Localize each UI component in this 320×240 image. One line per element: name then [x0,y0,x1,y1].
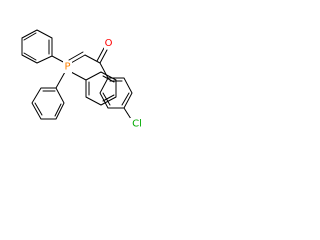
structure-drawing: O P Cl [21,29,144,130]
atom-oxygen: O [104,38,113,49]
molecule-diagram: O P Cl [0,0,150,150]
oxygen-label: O [105,38,113,49]
atom-chlorine: Cl [130,118,144,130]
atom-phosphorus: P [63,61,72,73]
phenyl-ring-right [70,71,117,106]
phosphorus-label: P [64,62,70,73]
phenyl-ring-lower [31,71,66,120]
chlorophenyl-ring [99,62,133,120]
chlorine-label: Cl [132,119,142,130]
phenyl-ring-upper [21,29,68,65]
ylide-chain [68,47,108,64]
